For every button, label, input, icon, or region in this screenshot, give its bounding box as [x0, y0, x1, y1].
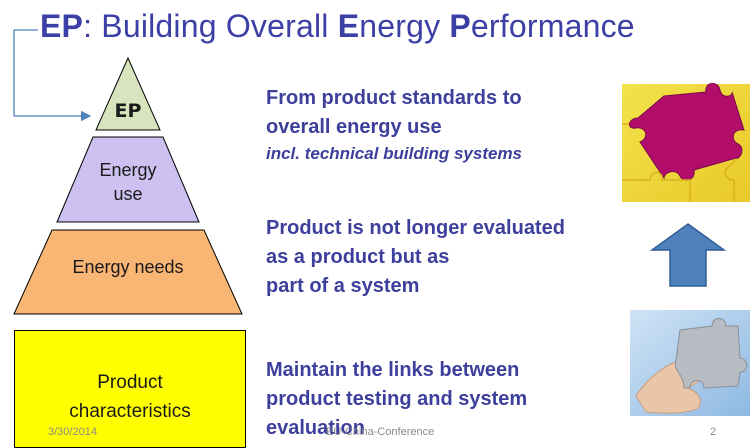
title-ep: EP [40, 8, 84, 44]
pyramid-ep-label: EP [114, 100, 142, 122]
up-arrow-icon [649, 223, 727, 287]
bullet2-line2: as a product but as [266, 246, 450, 268]
title-building-overall: : Building Overall [83, 8, 338, 44]
footer-page-number: 2 [710, 426, 717, 438]
title-erformance: erformance [470, 8, 635, 44]
footer-date: 3/30/2014 [48, 426, 97, 438]
pyramid-energy-use-segment [56, 136, 200, 223]
bullet3-line3: evaluation [266, 417, 365, 439]
bullet3-line1: Maintain the links between [266, 359, 520, 381]
connector-arrow [13, 29, 92, 122]
bullet-product-system: Product is not longer evaluated as a pro… [266, 214, 565, 301]
puzzle-image [622, 83, 750, 202]
title-e: E [337, 8, 360, 44]
slide-title: EP: Building Overall Energy Performance [40, 8, 635, 45]
bullet2-line3: part of a system [266, 275, 420, 297]
product-line2: characteristics [69, 401, 191, 422]
bullet1-line1: From product standards to [266, 87, 522, 109]
bullet-product-standards: From product standards to overall energy… [266, 84, 522, 166]
bullet2-line1: Product is not longer evaluated [266, 217, 565, 239]
bullet1-line2: overall energy use [266, 116, 442, 138]
bullet1-line3: incl. technical building systems [266, 144, 523, 163]
pyramid-energy-use-label: Energy use [78, 158, 178, 206]
footer-event: EU-China-Conference [326, 426, 435, 438]
hand-with-puzzle-image [630, 310, 750, 416]
bullet-maintain-links: Maintain the links between product testi… [266, 356, 527, 443]
pyramid-ep-segment [95, 56, 161, 131]
title-p: P [449, 8, 471, 44]
pyramid-energy-needs-label: Energy needs [72, 257, 184, 277]
energy-use-line2: use [113, 184, 143, 204]
title-nergy: nergy [359, 8, 450, 44]
product-line1: Product [97, 372, 163, 393]
bullet3-line2: product testing and system [266, 388, 528, 410]
product-characteristics-label: Product characteristics [14, 368, 246, 426]
pyramid-energy-needs-segment [13, 229, 243, 315]
energy-use-line1: Energy [99, 160, 157, 180]
